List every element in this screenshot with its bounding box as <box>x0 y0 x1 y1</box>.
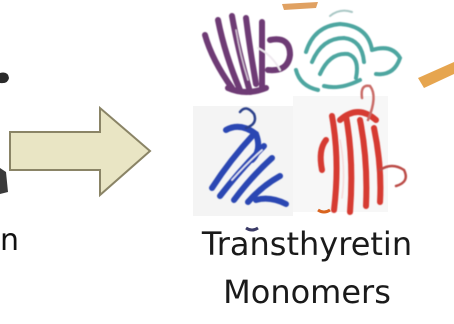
caption-line-1: Transthyretin <box>160 228 454 260</box>
caption-line-2: Monomers <box>160 276 454 308</box>
